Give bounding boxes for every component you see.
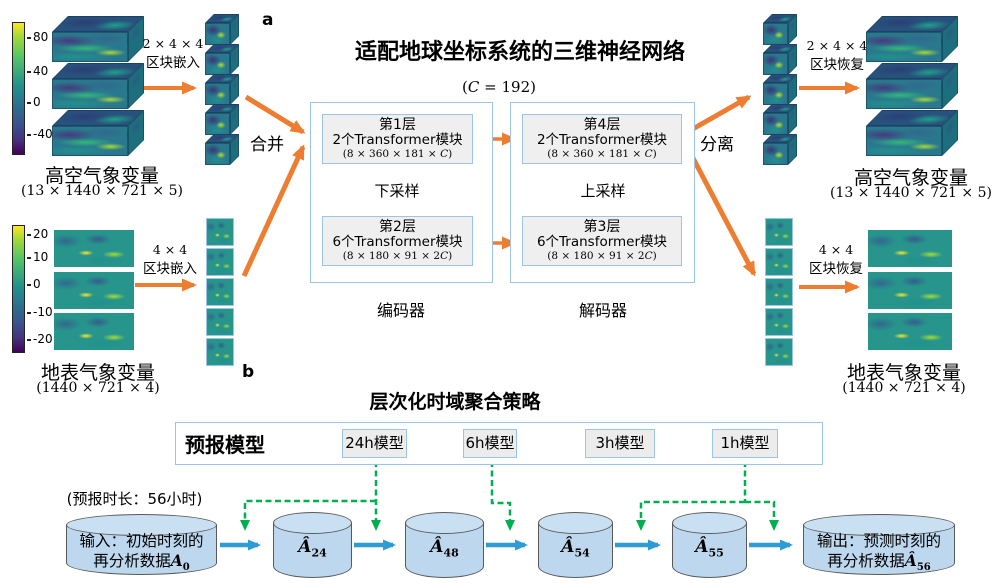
colorbar-tick: 0 [27, 278, 41, 291]
colorbar-tick: 10 [27, 251, 48, 264]
upper-air-block [52, 16, 144, 62]
upper-air-block [52, 110, 144, 156]
surface-left-dims: (1440 × 721 × 4) [36, 380, 160, 396]
cylinder-a55: Â55 [672, 512, 747, 578]
surface-left-name: 地表气象变量 [40, 362, 155, 384]
model-6h: 6h模型 [463, 429, 517, 458]
colorbar-tick: 20 [27, 228, 48, 241]
token-cube [205, 44, 239, 75]
colorbar-surface: 20 10 0 -10 -20 [12, 225, 53, 353]
token-cube [205, 104, 239, 135]
colorbar-upper-gradient [12, 22, 25, 155]
surface-map [868, 313, 952, 350]
colorbar-tick: 0 [27, 96, 41, 109]
surface-right-name: 地表气象变量 [846, 362, 961, 384]
model-24h: 24h模型 [342, 429, 407, 458]
patch-recover-surface-right: 4 × 4 区块恢复 [809, 242, 863, 277]
cylinder-output: 输出：预测时刻的 再分析数据Â56 [803, 514, 955, 575]
surface-token [206, 218, 234, 246]
forecast-models-label: 预报模型 [185, 433, 265, 457]
upper-air-left-dims: (13 × 1440 × 721 × 5) [21, 183, 183, 199]
part-a-title: 适配地球坐标系统的三维神经网络 [354, 40, 685, 65]
token-cube [205, 14, 239, 45]
upper-air-block [866, 110, 958, 156]
cylinder-input: 输入：初始时刻的 再分析数据A0 [66, 514, 217, 575]
encoder-label: 编码器 [376, 301, 425, 320]
surface-map [868, 230, 952, 267]
surface-right-dims: (1440 × 721 × 4) [842, 380, 966, 396]
surface-token [765, 248, 793, 276]
decoder-label: 解码器 [578, 301, 627, 320]
surface-token [765, 218, 793, 246]
colorbar-upper: 80 40 0 -40 [12, 22, 53, 155]
token-cube [205, 74, 239, 105]
colorbar-surface-gradient [12, 225, 25, 353]
panel-a-label: a [262, 10, 274, 30]
surface-map [54, 313, 134, 350]
upper-air-left-name: 高空气象变量 [44, 165, 159, 187]
patch-recover-upper-right: 2 × 4 × 4 区块恢复 [806, 38, 868, 73]
surface-token [765, 308, 793, 336]
surface-token [765, 338, 793, 366]
token-cube [205, 134, 239, 165]
token-cube [763, 14, 797, 45]
upper-air-right-dims: (13 × 1440 × 721 × 5) [830, 185, 992, 201]
upper-air-block [52, 63, 144, 109]
surface-token [765, 278, 793, 306]
surface-token [206, 278, 234, 306]
layer3-box: 第3层 6个Transformer模块 (8 × 180 × 91 × 2C) [522, 216, 682, 266]
colorbar-tick: -10 [27, 306, 53, 319]
merge-label: 合并 [250, 135, 284, 155]
model-3h: 3h模型 [585, 429, 655, 458]
surface-token [206, 248, 234, 276]
colorbar-tick: 40 [27, 65, 48, 78]
surface-map [54, 272, 134, 309]
model-1h: 1h模型 [712, 429, 778, 458]
upper-air-right-name: 高空气象变量 [853, 167, 968, 189]
colorbar-tick: 80 [27, 31, 48, 44]
layer4-box: 第4层 2个Transformer模块 (8 × 360 × 181 × C) [522, 114, 682, 164]
patch-embed-upper-left: 2 × 4 × 4 区块嵌入 [142, 36, 204, 71]
channel-note: (C = 192) [462, 78, 536, 96]
part-b-title: 层次化时域聚合策略 [369, 391, 541, 413]
surface-token [206, 308, 234, 336]
lead-time-note: (预报时长：56小时) [66, 490, 203, 508]
token-cube [763, 134, 797, 165]
colorbar-tick: -20 [27, 333, 53, 346]
token-cube [763, 74, 797, 105]
layer2-box: 第2层 6个Transformer模块 (8 × 180 × 91 × 2C) [322, 216, 473, 266]
surface-token [206, 338, 234, 366]
cylinder-a24: Â24 [273, 512, 352, 578]
surface-map [868, 272, 952, 309]
patch-embed-surface-left: 4 × 4 区块嵌入 [143, 242, 197, 277]
layer1-box: 第1层 2个Transformer模块 (8 × 360 × 181 × C) [322, 114, 473, 164]
cylinder-a48: Â48 [405, 512, 484, 578]
upsample-label: 上采样 [580, 182, 626, 200]
token-cube [763, 104, 797, 135]
colorbar-tick: -40 [27, 128, 53, 141]
split-label: 分离 [700, 135, 734, 155]
surface-map [54, 230, 134, 267]
upper-air-block [866, 63, 958, 109]
panel-b-label: b [242, 362, 255, 382]
upper-air-block [866, 16, 958, 62]
cylinder-a54: Â54 [538, 512, 613, 578]
token-cube [763, 44, 797, 75]
orange-arrows [135, 81, 860, 294]
downsample-label: 下采样 [374, 182, 420, 200]
